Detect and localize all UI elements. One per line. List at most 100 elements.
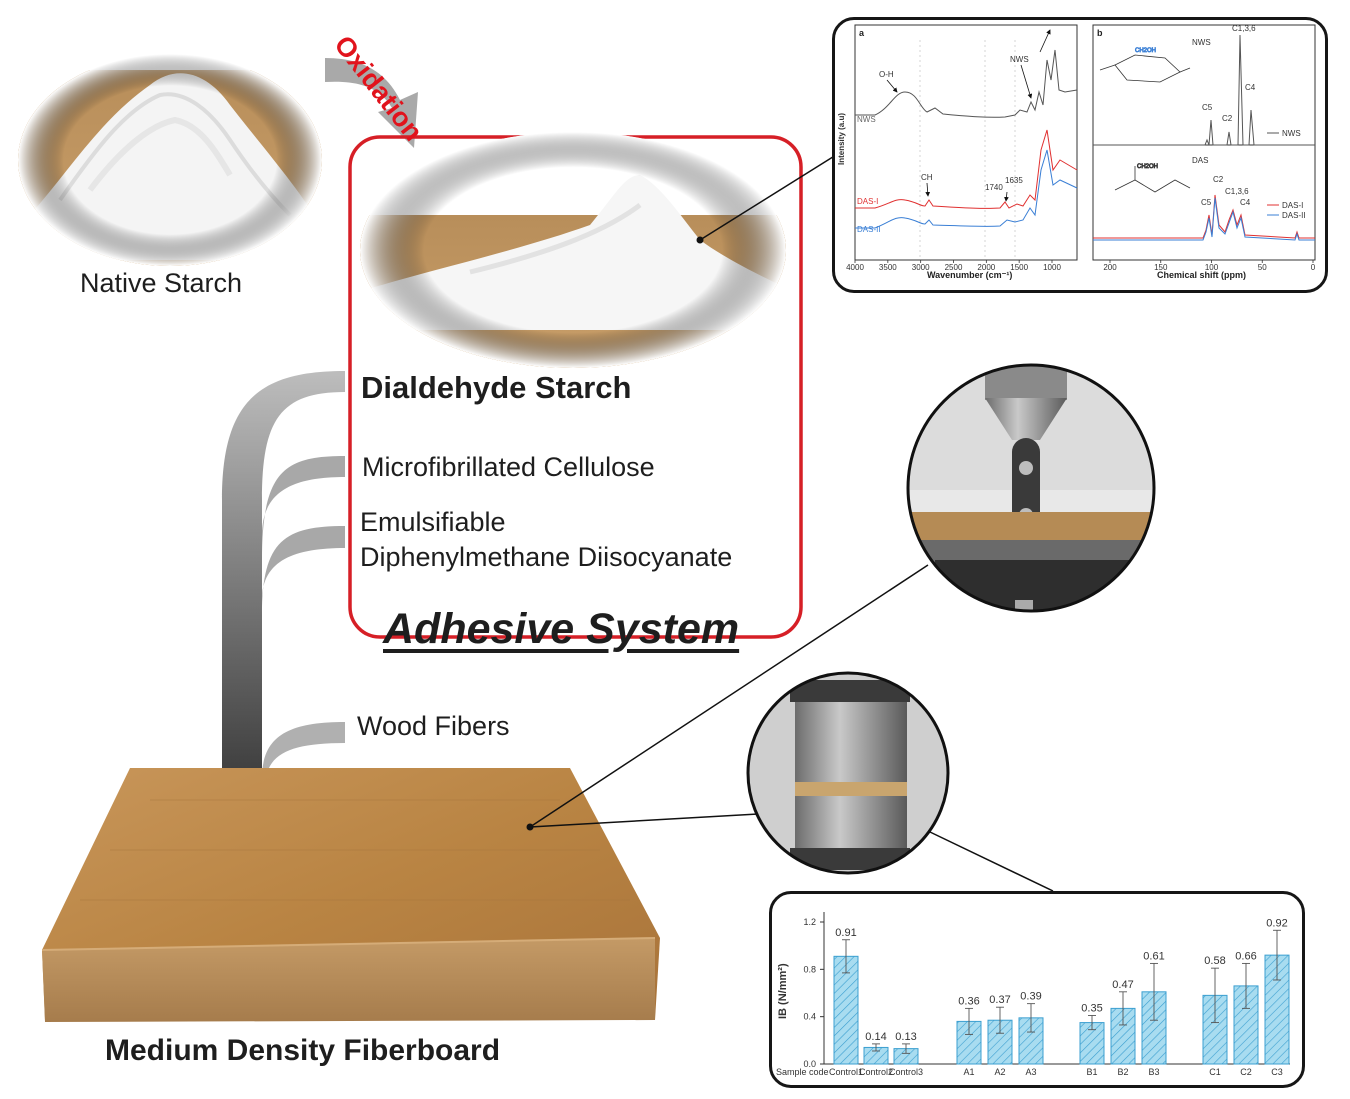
nmr-legend-das2: DAS-II [1282, 211, 1306, 220]
ib-category-label: C2 [1240, 1067, 1252, 1077]
ib-value-label: 0.66 [1235, 950, 1256, 962]
nmr-tick-label: 100 [1205, 263, 1219, 272]
ib-value-label: 0.14 [865, 1031, 886, 1043]
tensile-photo-frame [906, 363, 1156, 613]
pmdi-label-line1: Emulsifiable [360, 507, 506, 537]
nmr-panel-letter: b [1097, 28, 1103, 38]
nmr-das2-line [1093, 197, 1315, 241]
ftir-tick-label: 3500 [879, 263, 897, 272]
ib-ylabel: IB (N/mm²) [777, 963, 789, 1019]
mfc-label: Microfibrillated Cellulose [362, 452, 655, 482]
ib-value-label: 0.61 [1143, 950, 1164, 962]
ftir-x-ticks: 4000 3500 3000 2500 2000 1500 1000 [846, 260, 1061, 272]
dialdehyde-starch-label: Dialdehyde Starch [361, 370, 632, 405]
wood-fibers-label: Wood Fibers [357, 711, 510, 741]
dialdehyde-starch-photo [360, 132, 786, 368]
ib-category-label: Control3 [889, 1067, 923, 1077]
tensile-test-photo [908, 365, 1154, 611]
flow-arrow [205, 371, 345, 835]
ib-category-label: C1 [1209, 1067, 1221, 1077]
nmr-das1-line [1093, 194, 1315, 239]
nmr-peak-bottom-0: C2 [1213, 175, 1224, 184]
nmr-nws-line [1093, 34, 1315, 146]
ib-value-label: 0.37 [989, 994, 1010, 1006]
ftir-frame [854, 24, 1078, 261]
oxidation-arrow [325, 58, 418, 148]
nmr-legend-nws: NWS [1282, 129, 1301, 138]
mdf-board-photo [41, 768, 660, 1022]
nmr-peak-top-1: C5 [1202, 103, 1213, 112]
nmr-peak-bottom-2: C5 [1201, 198, 1212, 207]
native-starch-label: Native Starch [80, 268, 243, 298]
ib-category-label: A2 [994, 1067, 1005, 1077]
ib-y-ticks: 0.00.40.81.2 [803, 917, 824, 1069]
ib-value-label: 0.92 [1266, 917, 1287, 929]
ib-category-label: B3 [1148, 1067, 1159, 1077]
nmr-tick-label: 150 [1154, 263, 1168, 272]
svg-text:CH2OH: CH2OH [1137, 164, 1158, 170]
ftir-xlabel: Wavenumber (cm⁻¹) [927, 270, 1012, 280]
ib-y-tick-label: 0.0 [803, 1059, 816, 1069]
nmr-x-ticks: 200 150 100 50 0 [1103, 260, 1316, 272]
nmr-peak-top-3: C4 [1245, 83, 1256, 92]
ftir-ylabel: Intensity (a.u) [837, 113, 846, 165]
mdf-label: Medium Density Fiberboard [105, 1034, 501, 1067]
nmr-tick-label: 200 [1103, 263, 1117, 272]
ib-category-label: Control1 [829, 1067, 863, 1077]
nmr-frame [1092, 24, 1316, 261]
nmr-legend-das1: DAS-I [1282, 201, 1303, 210]
ftir-annot-ch: CH [921, 173, 933, 182]
nmr-tick-label: 50 [1258, 263, 1267, 272]
native-starch-photo [18, 54, 322, 266]
mdf-to-tensile-line [529, 564, 929, 828]
nmr-peak-bottom-3: C4 [1240, 198, 1251, 207]
ib-category-label: A1 [963, 1067, 974, 1077]
ftir-tick-label: 4000 [846, 263, 864, 272]
ftir-panel-letter: a [859, 28, 865, 38]
ftir-nws-line [855, 49, 1078, 118]
compression-photo-frame [746, 671, 950, 875]
das-structure-icon: CH2OH [1114, 164, 1191, 193]
ftir-series-nws: NWS [857, 115, 876, 124]
ftir-tick-label: 2000 [977, 263, 995, 272]
ib-value-label: 0.36 [958, 995, 979, 1007]
pmdi-label: Emulsifiable Diphenylmethane Diisocyanat… [360, 505, 732, 575]
ib-y-tick-label: 0.4 [803, 1012, 816, 1022]
ftir-tick-label: 2500 [945, 263, 963, 272]
ib-category-label: Control2 [859, 1067, 893, 1077]
nmr-tick-label: 0 [1311, 263, 1316, 272]
nmr-top-label: NWS [1192, 38, 1211, 47]
svg-text:CH2OH: CH2OH [1135, 48, 1156, 54]
nws-structure-icon: CH2OH [1099, 48, 1191, 83]
ib-y-tick-label: 0.8 [803, 964, 816, 974]
mdf-to-compression-line [529, 813, 759, 828]
ib-category-label: A3 [1025, 1067, 1036, 1077]
ib-value-label: 0.39 [1020, 991, 1041, 1003]
ib-value-label: 0.35 [1081, 1002, 1102, 1014]
adhesive-system-label: Adhesive System [383, 605, 740, 653]
nmr-peak-top-0: C1,3,6 [1232, 24, 1256, 33]
ib-category-label: C3 [1271, 1067, 1283, 1077]
ib-category-label: B1 [1086, 1067, 1097, 1077]
ib-value-label: 0.91 [835, 927, 856, 939]
spectra-svg: a Intensity (a.u) NWS DAS-I DAS-II O-H N… [837, 24, 1316, 280]
ib-xlabel: Sample code [776, 1067, 829, 1077]
ftir-das2-line [855, 149, 1078, 229]
ftir-tick-label: 1500 [1010, 263, 1028, 272]
ftir-annot-1740: 1740 [985, 183, 1003, 192]
ftir-annot-1635: 1635 [1005, 176, 1023, 185]
ftir-annot-nws: NWS [1010, 55, 1029, 64]
ftir-annot-oh: O-H [879, 70, 894, 79]
nmr-peak-bottom-1: C1,3,6 [1225, 187, 1249, 196]
ftir-tick-label: 3000 [912, 263, 930, 272]
nmr-xlabel: Chemical shift (ppm) [1157, 270, 1246, 280]
ftir-tick-label: 1000 [1043, 263, 1061, 272]
nmr-peak-top-2: C2 [1222, 114, 1233, 123]
ib-value-label: 0.13 [895, 1031, 916, 1043]
ftir-das1-line [855, 129, 1078, 209]
spectra-panel: a Intensity (a.u) NWS DAS-I DAS-II O-H N… [832, 17, 1328, 293]
ib-chart-svg: IB (N/mm²) 0.00.40.81.2 0.91Control10.14… [776, 912, 1290, 1077]
